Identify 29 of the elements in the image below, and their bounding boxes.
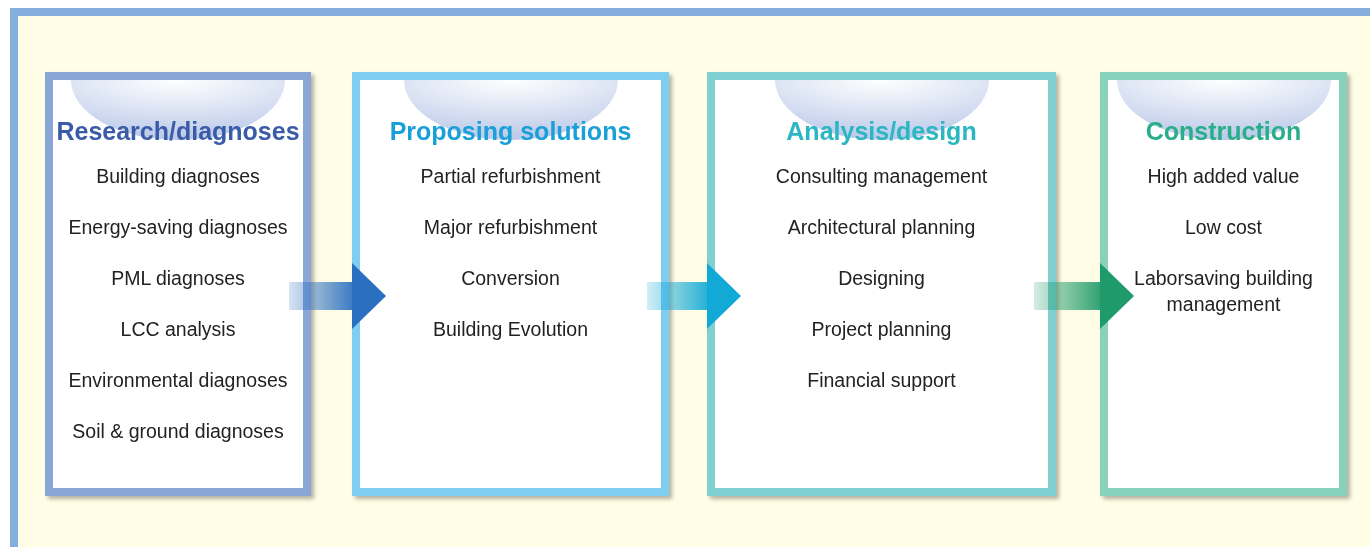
stage-item: Designing: [838, 266, 925, 291]
stage-item: Soil & ground diagnoses: [72, 419, 284, 444]
stage-box: [1100, 72, 1347, 496]
arrow: [289, 263, 386, 329]
stage-item: Conversion: [461, 266, 560, 291]
stage-item: Project planning: [811, 317, 952, 342]
stage-item: Low cost: [1185, 215, 1262, 240]
stage-item: Environmental diagnoses: [68, 368, 288, 393]
stage-box: [45, 72, 311, 496]
stage-item: LCC analysis: [120, 317, 236, 342]
stage-heading: Analysis/design: [786, 116, 977, 146]
stage-item: Consulting management: [775, 164, 988, 189]
stage-heading: Proposing solutions: [389, 116, 632, 146]
stage-item: Laborsaving building management: [1133, 266, 1314, 317]
stage-item: High added value: [1147, 164, 1300, 189]
stage-item: Building diagnoses: [96, 164, 260, 189]
stage-item: Major refurbishment: [423, 215, 598, 240]
stage-heading: Construction: [1145, 116, 1302, 146]
arrow: [1034, 263, 1134, 329]
stage-box: [707, 72, 1056, 496]
stage-item: PML diagnoses: [111, 266, 245, 291]
stage-item: Partial refurbishment: [420, 164, 601, 189]
stage-box: [352, 72, 669, 496]
stage-item: Architectural planning: [787, 215, 976, 240]
stage-heading: Research/diagnoses: [56, 116, 300, 146]
stage-item: Building Evolution: [433, 317, 588, 342]
stage-item: Energy-saving diagnoses: [68, 215, 288, 240]
stage-item: Financial support: [807, 368, 956, 393]
arrow: [647, 263, 741, 329]
